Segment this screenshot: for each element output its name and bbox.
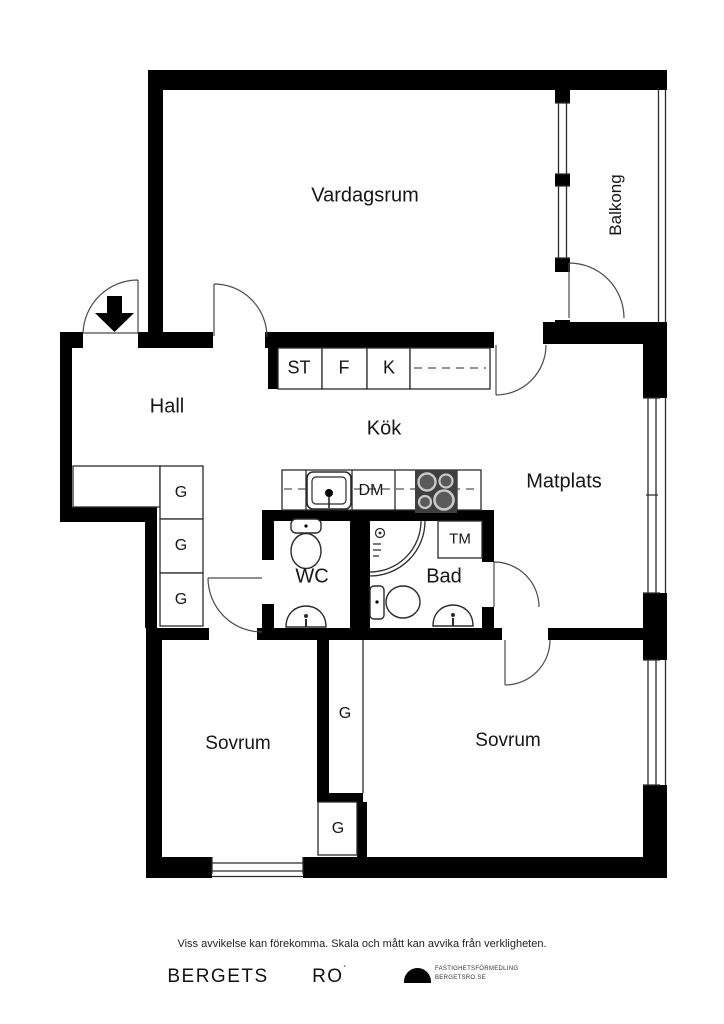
agency-logo-icon [404, 968, 431, 983]
room-label-living: Vardagsrum [311, 184, 419, 207]
living-room-door-arc [213, 283, 268, 338]
brand-mark: ˚ [343, 966, 346, 973]
room-label-dining: Matplats [526, 470, 602, 493]
wardrobe-box [159, 572, 204, 627]
hall-shelf-box [72, 465, 161, 508]
cabinet-st-box [277, 347, 323, 390]
agency-logo-line2: BERGETSRO.SE [435, 975, 486, 981]
balcony-window-icon [555, 185, 570, 259]
balcony-window-icon [555, 102, 570, 175]
kitchen-door-arc [495, 344, 547, 396]
washing-machine-box [437, 520, 483, 559]
bath-door-arc [493, 561, 540, 608]
wardrobe-box [317, 801, 358, 856]
doors [82, 262, 625, 686]
brand-wordmark-ro: RO˚ [312, 966, 346, 988]
disclaimer-text: Viss avvikelse kan förekomma. Skala och … [177, 938, 547, 950]
stove-icon [415, 470, 457, 513]
wardrobe-label: G [338, 705, 352, 722]
balcony-railing-icon [657, 90, 667, 322]
sink-icon [285, 605, 327, 628]
toilet-icon [290, 518, 322, 570]
sink-icon [432, 604, 474, 627]
room-label-hall: Hall [149, 395, 185, 418]
cabinet-label-f: F [338, 357, 350, 378]
window-icons [211, 90, 667, 878]
bedroom-left-window-icon [211, 857, 304, 878]
bedroom-right-window-icon [643, 659, 667, 786]
shower-icon [369, 520, 426, 577]
balcony-door-arc [568, 262, 625, 319]
room-label-balcony: Balkong [606, 174, 625, 236]
brand-ro-text: RO [312, 966, 344, 987]
wardrobe-label: G [331, 820, 345, 837]
wardrobe-box [159, 518, 204, 574]
wc-door-arc [207, 577, 263, 633]
wardrobe-label: G [174, 537, 188, 554]
dining-window-icon [643, 397, 667, 594]
agency-logo-line1: FASTIGHETSFÖRMEDLING [435, 966, 519, 972]
entry-door-arc [82, 279, 139, 334]
bedroom-right-door-arc [504, 639, 551, 686]
cabinet-k-box [366, 347, 411, 390]
room-label-bedroom-left: Sovrum [205, 733, 271, 754]
agency-logo-text: FASTIGHETSFÖRMEDLING BERGETSRO.SE [435, 965, 518, 983]
room-label-wc: WC [295, 565, 329, 588]
brand-wordmark-bergets: BERGETS [167, 966, 269, 987]
wardrobe-label: G [174, 591, 188, 608]
cabinet-label-k: K [382, 357, 396, 378]
fixture-label-washing-machine: TM [449, 530, 471, 548]
wardrobe-label: G [174, 484, 188, 501]
wardrobe-box [159, 465, 204, 520]
closets [72, 347, 491, 856]
toilet-icon [369, 585, 421, 620]
room-label-kitchen: Kök [366, 417, 402, 440]
cabinet-label-st: ST [287, 357, 311, 378]
entrance-arrow-icon [95, 296, 134, 332]
room-label-bath: Bad [426, 565, 462, 588]
fixture-label-dishwasher: DM [358, 482, 384, 499]
kitchen-sink-icon [306, 471, 352, 510]
room-label-bedroom-right: Sovrum [475, 730, 541, 751]
